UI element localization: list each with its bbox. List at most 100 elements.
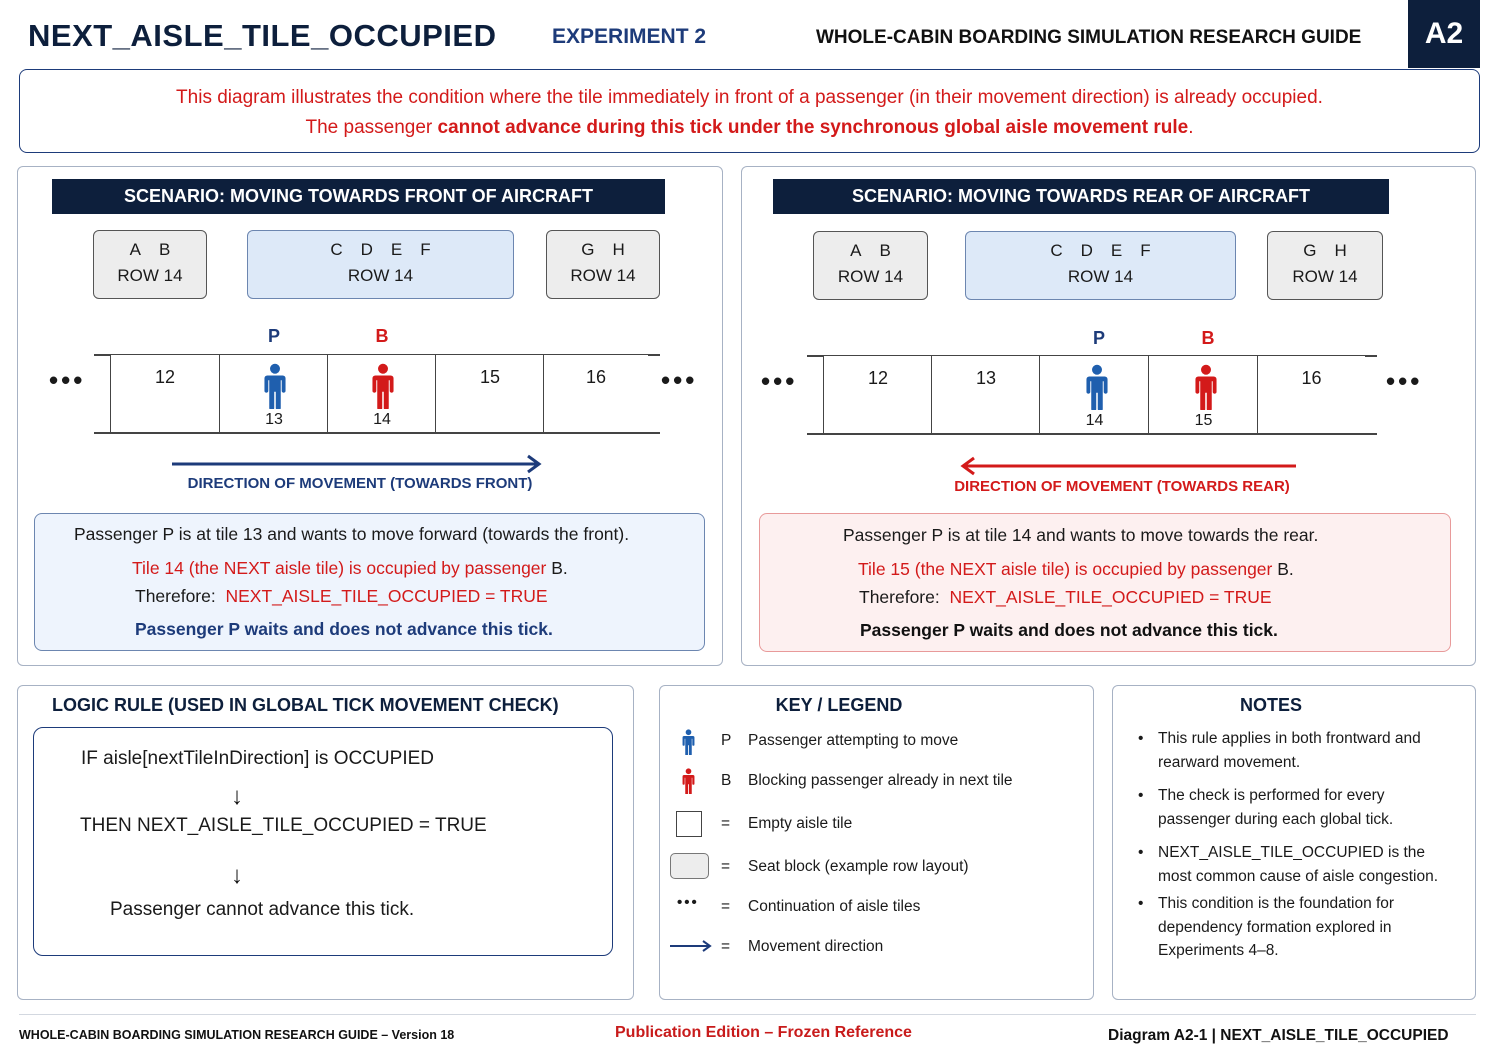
aisle-tile-16: 16 [543, 354, 648, 433]
seat-letter: C [330, 240, 343, 259]
notes-title: NOTES [1239, 695, 1302, 715]
continuation-dots-left: ••• [761, 366, 798, 396]
tile-number: 14 [373, 411, 391, 428]
note-text: The check is performed for every passeng… [1158, 787, 1394, 828]
person-icon-blue [1085, 364, 1109, 410]
therefore-label: Therefore: [859, 587, 940, 607]
arrow-down-icon: ↓ [231, 783, 243, 810]
footer-diagram-id: Diagram A2-1 | NEXT_AISLE_TILE_OCCUPIED [1108, 1027, 1449, 1044]
aisle-tile-15: 15 [435, 354, 545, 433]
logic-rule-panel [17, 685, 634, 1000]
intro-line-2-emphasis: cannot advance during this tick under th… [437, 117, 1189, 138]
legend-text: Continuation of aisle tiles [748, 898, 921, 915]
explanation-line-1: Passenger P is at tile 13 and wants to m… [74, 524, 630, 544]
therefore-label: Therefore: [135, 586, 216, 606]
tile-number: 16 [1301, 368, 1322, 388]
explanation-line-3: Therefore: NEXT_AISLE_TILE_OCCUPIED = TR… [859, 587, 1272, 608]
aisle-tile-15: 15 [1148, 355, 1259, 434]
scenario-rear-title: SCENARIO: MOVING TOWARDS REAR OF AIRCRAF… [773, 179, 1389, 214]
footer-divider [19, 1014, 1476, 1015]
person-icon-red [682, 768, 695, 794]
seat-letter: E [390, 240, 403, 259]
tile-number: 12 [867, 368, 889, 388]
seat-letter: F [1140, 241, 1151, 260]
therefore-value: NEXT_AISLE_TILE_OCCUPIED = TRUE [225, 586, 548, 606]
footer-guide-version: WHOLE-CABIN BOARDING SIMULATION RESEARCH… [19, 1028, 455, 1042]
seat-letter: G [1303, 241, 1317, 260]
seat-letter: B [879, 241, 891, 260]
scenario-front-panel [17, 166, 723, 666]
explanation-line-4: Passenger P waits and does not advance t… [860, 620, 1278, 640]
tile-number: 12 [154, 367, 176, 387]
explanation-line-4: Passenger P waits and does not advance t… [135, 619, 553, 639]
aisle-tile-14: 14 [327, 354, 437, 433]
legend-symbol: = [721, 858, 731, 875]
seat-row-label: ROW 14 [1067, 267, 1134, 286]
tile-number: 15 [1194, 412, 1213, 429]
blocker-b-label: B [375, 326, 389, 346]
arrow-right-icon [670, 940, 712, 952]
direction-label-rear: DIRECTION OF MOVEMENT (TOWARDS REAR) [954, 478, 1290, 495]
person-icon-red [1194, 364, 1218, 410]
guide-title: WHOLE-CABIN BOARDING SIMULATION RESEARCH… [816, 27, 1362, 48]
seat-row-label: ROW 14 [1292, 267, 1358, 286]
explanation-line-2: Tile 14 (the NEXT aisle tile) is occupie… [132, 558, 568, 579]
tile-number: 13 [265, 411, 283, 428]
continuation-dots-swatch: ••• [677, 894, 699, 911]
seat-row-label: ROW 14 [117, 266, 183, 285]
seat-letter: D [360, 240, 373, 259]
seat-letter: A [850, 241, 862, 260]
legend-panel [659, 685, 1094, 1000]
legend-text: Movement direction [748, 938, 884, 955]
legend-text: Blocking passenger already in next tile [748, 772, 1013, 789]
note-text: This condition is the foundation for dep… [1158, 895, 1395, 959]
scenario-rear-panel [741, 166, 1476, 666]
person-icon-red [371, 363, 395, 409]
seat-row-label: ROW 14 [347, 266, 414, 285]
note-text: NEXT_AISLE_TILE_OCCUPIED is the most com… [1158, 844, 1438, 885]
seat-letter: F [420, 240, 431, 259]
seat-letter: H [612, 240, 625, 259]
seat-row-label: ROW 14 [837, 267, 904, 286]
therefore-value: NEXT_AISLE_TILE_OCCUPIED = TRUE [949, 587, 1272, 607]
aisle-tile-16: 16 [1257, 355, 1365, 434]
arrow-right-icon [172, 454, 542, 474]
explanation-line-2: Tile 15 (the NEXT aisle tile) is occupie… [858, 559, 1294, 580]
arrow-down-icon: ↓ [231, 862, 243, 889]
legend-symbol: P [721, 732, 732, 749]
continuation-dots-right: ••• [1386, 366, 1423, 396]
intro-line-2-c: . [1188, 117, 1194, 138]
experiment-label: EXPERIMENT 2 [552, 25, 707, 48]
legend-text: Seat block (example row layout) [748, 858, 969, 875]
note-item: •NEXT_AISLE_TILE_OCCUPIED is the most co… [1138, 844, 1438, 885]
seat-letter: H [1334, 241, 1347, 260]
logic-line-if: IF aisle[nextTileInDirection] is OCCUPIE… [81, 748, 435, 769]
note-item: •The check is performed for every passen… [1138, 787, 1394, 828]
seat-letter: E [1110, 241, 1123, 260]
tile-number: 15 [479, 367, 501, 387]
logic-line-then: THEN NEXT_AISLE_TILE_OCCUPIED = TRUE [80, 815, 487, 836]
aisle-tile-13: 13 [931, 355, 1041, 434]
intro-line-1: This diagram illustrates the condition w… [176, 87, 1323, 108]
continuation-dots-left: ••• [49, 365, 86, 395]
explanation-line-2-b: B. [1277, 559, 1294, 579]
legend-symbol: = [721, 898, 731, 915]
note-text: This rule applies in both frontward and … [1158, 730, 1421, 771]
arrow-left-icon [960, 456, 1296, 476]
section-badge: A2 [1408, 0, 1480, 68]
seat-letter: B [159, 240, 171, 259]
aisle-tile-12: 12 [823, 355, 933, 434]
notes-panel [1112, 685, 1476, 1000]
legend-text: Passenger attempting to move [748, 732, 959, 749]
logic-rule-title: LOGIC RULE (USED IN GLOBAL TICK MOVEMENT… [52, 695, 559, 715]
person-icon-blue [682, 729, 695, 755]
intro-box: This diagram illustrates the condition w… [19, 69, 1480, 153]
seat-row-label: ROW 14 [570, 266, 636, 285]
tile-number: 14 [1085, 412, 1104, 429]
direction-label-front: DIRECTION OF MOVEMENT (TOWARDS FRONT) [187, 475, 533, 492]
